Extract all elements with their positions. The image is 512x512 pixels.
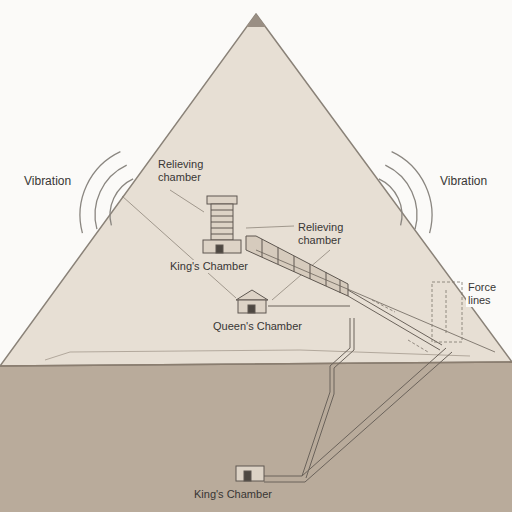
callout-label: Force lines	[466, 281, 508, 307]
well-shaft	[306, 318, 354, 478]
chamber-roof	[236, 290, 268, 300]
base-line	[45, 350, 470, 360]
gallery-step	[294, 256, 295, 272]
well-shaft	[302, 318, 350, 476]
chamber-room	[238, 300, 266, 313]
gallery-step	[310, 264, 311, 279]
wave-arc	[95, 165, 127, 229]
gallery-step	[278, 247, 279, 264]
part-label: King's Chamber	[168, 260, 250, 273]
tower-floor	[211, 216, 233, 217]
descending-passage	[264, 348, 446, 476]
part-label: Vibration	[438, 175, 489, 188]
wave-arc	[385, 165, 417, 229]
wave-arc	[110, 179, 133, 226]
chamber-door	[216, 245, 223, 253]
leader-line	[246, 226, 294, 228]
tower-cap	[207, 196, 237, 204]
chamber-door	[244, 471, 251, 481]
tower-floor	[211, 210, 233, 211]
gallery-step	[340, 280, 341, 293]
wave-arc	[379, 179, 402, 226]
kings-chamber-tower	[203, 196, 241, 253]
force-arrow	[446, 290, 447, 334]
chamber-door	[248, 305, 255, 313]
passages	[256, 250, 495, 482]
queens-passage	[268, 306, 350, 307]
ascending-passage	[348, 290, 442, 345]
ground-line	[0, 362, 512, 366]
pyramid-body	[0, 14, 512, 366]
gallery-step	[262, 239, 263, 257]
descending-passage	[264, 352, 452, 482]
vibration-waves	[80, 152, 432, 234]
leader-line	[122, 196, 236, 298]
tower-body	[211, 204, 233, 240]
force-arrow	[408, 340, 428, 352]
tower-floor	[211, 234, 233, 235]
wave-arc	[80, 152, 120, 234]
leader-line	[170, 190, 204, 212]
force-arrow	[372, 300, 395, 312]
part-label: Relieving chamber	[296, 221, 364, 247]
part-label: Queen's Chamber	[211, 320, 304, 333]
force-box	[432, 282, 462, 342]
ground	[0, 362, 512, 512]
part-label: King's Chamber	[192, 488, 274, 501]
capstone	[246, 14, 266, 27]
queens-chamber	[236, 290, 268, 313]
chamber-room	[203, 240, 241, 253]
wave-arc	[392, 152, 432, 234]
subterranean-chamber	[236, 466, 264, 481]
part-label: Relieving chamber	[156, 158, 224, 184]
chamber-room	[236, 466, 264, 481]
gallery-step	[326, 272, 327, 286]
force-arrows	[372, 282, 462, 352]
part-label: Vibration	[22, 175, 73, 188]
tower-floor	[211, 222, 233, 223]
tower-floor	[211, 228, 233, 229]
force-line	[256, 250, 495, 352]
